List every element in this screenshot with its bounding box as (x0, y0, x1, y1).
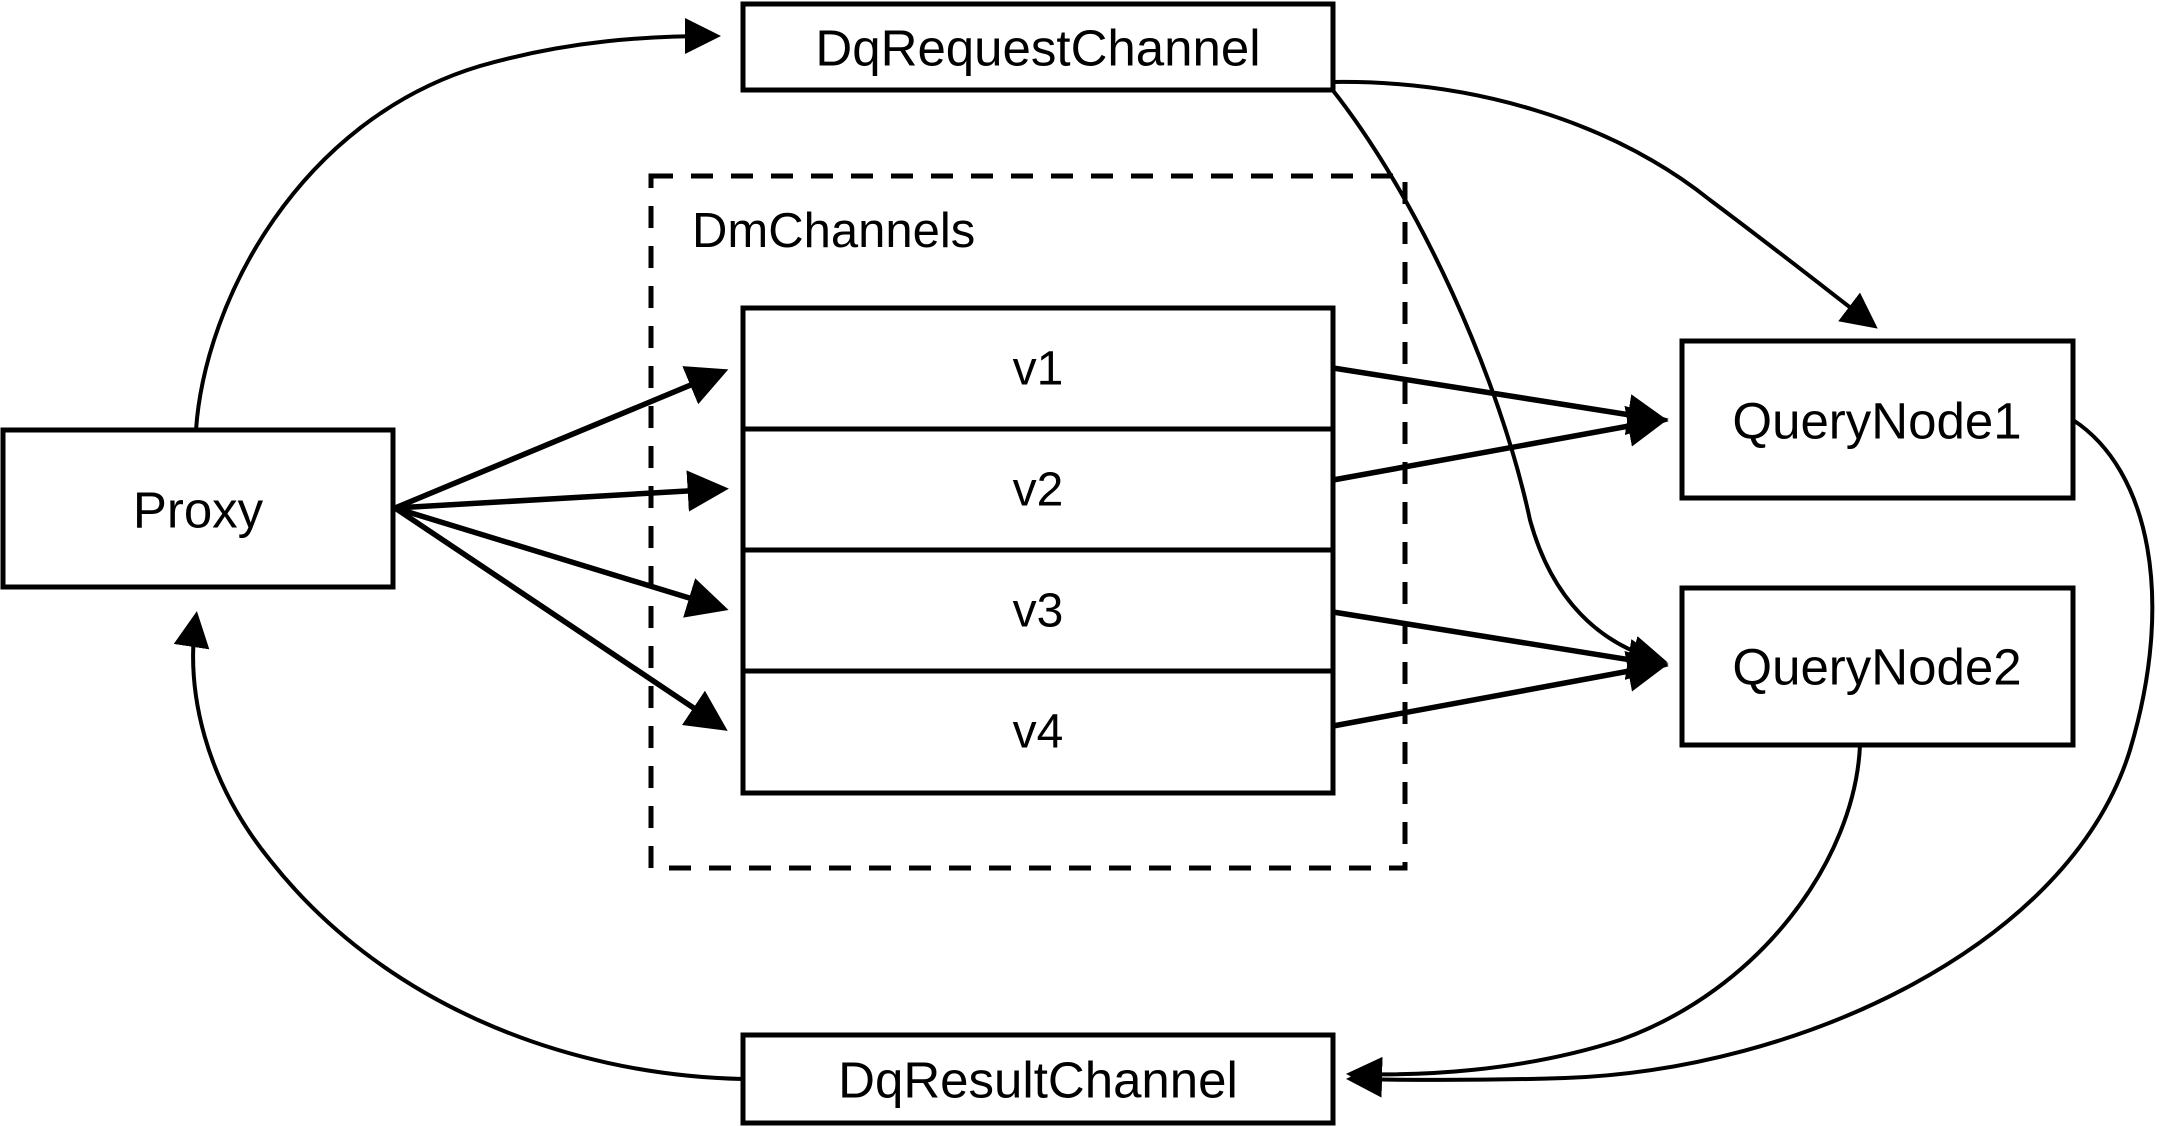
edge-dqrequestchannel-to-querynode1 (1332, 79, 1878, 329)
dmchannel-row-v4[interactable]: v4 (1013, 706, 1064, 759)
node-querynode1[interactable] (1679, 338, 2076, 501)
edge-proxy-to-dqrequestchannel (194, 18, 721, 431)
node-proxy[interactable] (0, 427, 396, 590)
edge-dqrequestchannel-to-querynode2 (1329, 86, 1668, 671)
edge-v3-to-querynode2 (1332, 609, 1669, 680)
dmchannels-group-box (648, 173, 1408, 871)
node-querynode2-label: QueryNode2 (1732, 639, 2021, 696)
node-dqrequestchannel[interactable] (740, 1, 1336, 93)
edge-querynode2-to-dqresultchannel (1346, 744, 1862, 1093)
node-proxy-label: Proxy (133, 482, 264, 539)
edge-proxy-to-v1 (393, 366, 729, 511)
dmchannels-group-label: DmChannels (692, 204, 975, 258)
node-querynode2[interactable] (1679, 585, 2076, 748)
edge-v4-to-querynode2 (1332, 650, 1669, 729)
edge-proxy-to-v3 (394, 505, 729, 618)
node-dqresultchannel[interactable] (740, 1032, 1336, 1126)
dmchannel-row-v2[interactable]: v2 (1013, 464, 1064, 517)
node-dqresultchannel-label: DqResultChannel (838, 1052, 1238, 1109)
edge-proxy-to-v2 (394, 470, 729, 512)
dmchannel-row-v1[interactable]: v1 (1013, 343, 1064, 396)
node-querynode1-label: QueryNode1 (1732, 393, 2021, 450)
dmchannel-row-v3[interactable]: v3 (1013, 585, 1064, 638)
edge-querynode1-to-dqresultchannel (1346, 418, 2155, 1098)
node-dqrequestchannel-label: DqRequestChannel (815, 20, 1260, 77)
edge-dqresultchannel-to-proxy (173, 611, 744, 1081)
edge-proxy-to-v4 (393, 505, 728, 731)
edge-v1-to-querynode1 (1332, 365, 1669, 436)
edge-v2-to-querynode1 (1332, 405, 1669, 483)
